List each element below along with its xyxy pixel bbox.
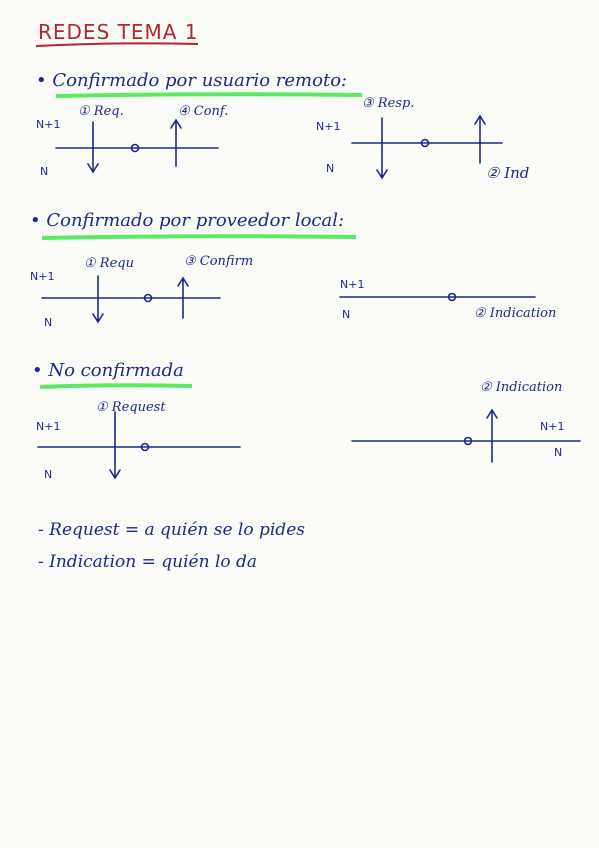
section1-highlight [55,92,363,98]
note-indication: - Indication = quién lo da [38,552,258,572]
s2-left-confirm-label: ③ Confirm [184,254,254,269]
s1-right-lower-layer: N [326,162,335,175]
s3-right-indication-label: ② Indication [480,380,563,395]
s3-left-down-arrow [109,411,121,480]
s1-right-down-arrow [376,117,388,180]
section2-highlight [41,234,357,240]
s2-left-service-point [143,293,153,303]
page-title: REDES TEMA 1 [38,20,199,44]
section3-highlight [39,383,193,389]
note-request: - Request = a quién se lo pides [38,520,305,540]
s1-right-upper-layer: N+1 [316,120,341,133]
s1-right-indication-label: ② Ind [486,164,530,182]
s2-right-lower-layer: N [342,308,351,321]
s3-right-up-arrow [486,408,498,463]
s1-left-down-arrow [87,121,99,174]
s1-left-upper-layer: N+1 [36,118,61,131]
s2-left-upper-layer: N+1 [30,270,55,283]
s1-right-service-point [420,138,430,148]
s3-left-upper-layer: N+1 [36,420,61,433]
s1-right-response-label: ③ Resp. [362,96,415,111]
s1-left-up-arrow [170,118,182,167]
s1-right-up-arrow [474,114,486,164]
s1-left-service-point [130,143,140,153]
s3-right-upper-layer: N+1 [540,420,565,433]
s2-left-lower-layer: N [44,316,53,329]
s2-right-indication-label: ② Indication [474,306,557,321]
s2-right-upper-layer: N+1 [340,278,365,291]
s3-left-service-point [140,442,150,452]
section1-heading: • Confirmado por usuario remoto: [36,70,348,91]
s2-left-down-arrow [92,275,104,324]
s2-right-service-point [447,292,457,302]
title-underline [35,42,199,47]
s3-left-request-label: ① Request [96,400,166,415]
s3-right-service-point [463,436,473,446]
s1-left-request-label: ① Req. [78,104,124,119]
s3-right-lower-layer: N [554,446,563,459]
s2-left-request-label: ① Requ [84,256,134,271]
s3-left-lower-layer: N [44,468,53,481]
s1-left-confirm-label: ④ Conf. [178,104,229,119]
section3-heading: • No confirmada [32,360,184,381]
s1-left-lower-layer: N [40,165,49,178]
s2-left-up-arrow [177,276,189,319]
section2-heading: • Confirmado por proveedor local: [30,210,345,231]
